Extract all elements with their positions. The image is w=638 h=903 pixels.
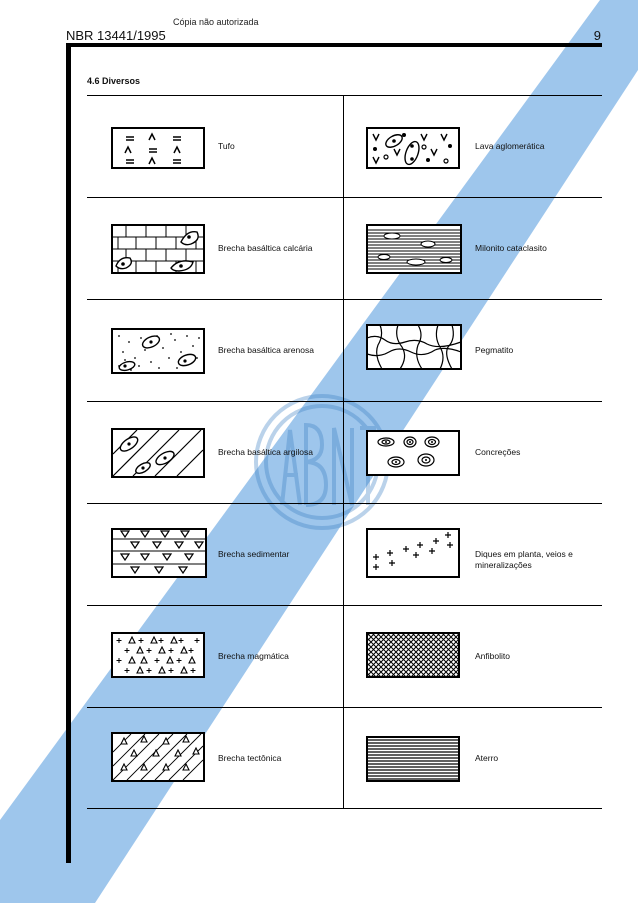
symbol-label: Brecha basáltica argilosa — [218, 447, 313, 457]
symbol-label: Aterro — [475, 753, 499, 763]
table-row: Brecha sedimentar Diques em planta, veio… — [87, 503, 602, 605]
symbol-cell: Tufo — [87, 96, 343, 198]
symbol-label: Milonito cataclasito — [475, 243, 547, 253]
lava-aglomeratica-pattern-icon — [366, 127, 460, 169]
symbol-cell: Anfibolito — [344, 606, 602, 708]
diques-pattern-icon — [366, 528, 460, 578]
symbol-cell: Brecha tectônica — [87, 708, 343, 810]
symbol-label: Lava aglomerática — [475, 141, 545, 151]
symbol-label: Brecha sedimentar — [218, 549, 290, 559]
brecha-magmatica-pattern-icon — [111, 632, 205, 678]
symbol-cell: Brecha basáltica argilosa — [87, 402, 343, 504]
table-row: Brecha tectônica Aterro — [87, 707, 602, 809]
document-code: NBR 13441/1995 — [66, 28, 166, 43]
section-title: 4.6 Diversos — [87, 76, 141, 86]
table-row: Tufo Lava aglomerática — [87, 95, 602, 197]
brecha-tectonica-pattern-icon — [111, 732, 205, 782]
anfibolito-pattern-icon — [366, 632, 460, 678]
symbol-label: Anfibolito — [475, 651, 510, 661]
symbol-label: Pegmatito — [475, 345, 514, 355]
aterro-pattern-icon — [366, 736, 460, 782]
symbol-cell: Pegmatito — [344, 300, 602, 402]
table-row: Brecha basáltica calcária Milonito catac… — [87, 197, 602, 299]
margin-rule — [66, 43, 71, 863]
symbols-table: Tufo Lava aglomerática — [87, 95, 602, 809]
symbol-cell: Lava aglomerática — [344, 96, 602, 198]
symbol-cell: Brecha basáltica calcária — [87, 198, 343, 300]
symbol-label: Brecha tectônica — [218, 753, 282, 763]
symbol-label: Tufo — [218, 141, 235, 151]
table-row: Brecha magmática Anfibolito — [87, 605, 602, 707]
brecha-basaltica-arenosa-pattern-icon — [111, 328, 205, 374]
symbol-cell: Concreções — [344, 402, 602, 504]
header-rule — [66, 43, 602, 47]
pegmatito-pattern-icon — [366, 324, 462, 370]
column-divider — [343, 95, 344, 809]
page-number: 9 — [593, 28, 601, 43]
copy-notice: Cópia não autorizada — [173, 17, 259, 27]
symbol-cell: Aterro — [344, 708, 602, 810]
table-row: Brecha basáltica arenosa Pegmatito — [87, 299, 602, 401]
symbol-cell: Brecha basáltica arenosa — [87, 300, 343, 402]
symbol-cell: Brecha magmática — [87, 606, 343, 708]
symbol-cell: Milonito cataclasito — [344, 198, 602, 300]
brecha-sedimentar-pattern-icon — [111, 528, 207, 578]
table-row: Brecha basáltica argilosa Concreções — [87, 401, 602, 503]
symbol-label: Brecha basáltica arenosa — [218, 345, 314, 355]
tufo-pattern-icon — [111, 127, 205, 169]
symbol-label: Diques em planta, veios e mineralizações — [475, 549, 573, 570]
symbol-cell: Diques em planta, veios e mineralizações — [344, 504, 602, 606]
symbol-label: Brecha magmática — [218, 651, 289, 661]
brecha-basaltica-argilosa-pattern-icon — [111, 428, 205, 478]
symbol-label: Concreções — [475, 447, 521, 457]
concrecoes-pattern-icon — [366, 430, 460, 476]
brecha-basaltica-calcaria-pattern-icon — [111, 224, 205, 274]
milonito-cataclasito-pattern-icon — [366, 224, 462, 274]
symbol-label: Brecha basáltica calcária — [218, 243, 313, 253]
symbol-cell: Brecha sedimentar — [87, 504, 343, 606]
